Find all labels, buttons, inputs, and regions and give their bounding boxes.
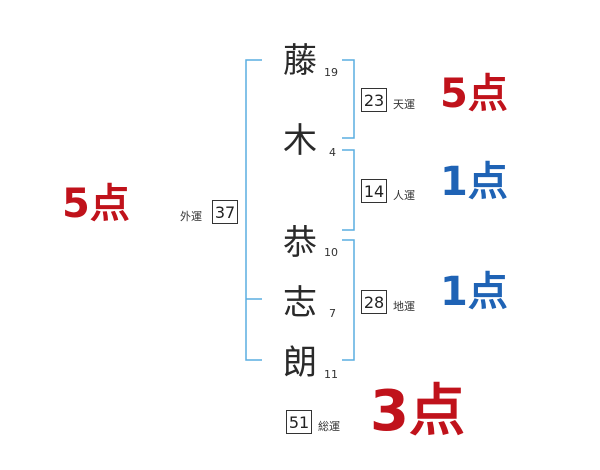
so-score: 3点: [370, 379, 465, 444]
stroke-count-2: 4: [329, 146, 336, 159]
gai-label: 外運: [180, 210, 202, 223]
ten-score: 5点: [440, 71, 508, 117]
name-char-2: 木: [283, 121, 317, 161]
stroke-count-5: 11: [324, 368, 338, 381]
jin-value-box: 14: [361, 179, 387, 203]
so-value-box: 51: [286, 410, 312, 434]
chi-bracket: [342, 239, 355, 361]
chi-value-box: 28: [361, 290, 387, 314]
gai-score: 5点: [62, 181, 130, 227]
outer-bracket: [245, 59, 262, 361]
stroke-count-1: 19: [324, 66, 338, 79]
name-char-5: 朗: [283, 343, 317, 383]
stroke-count-3: 10: [324, 246, 338, 259]
chi-score: 1点: [440, 269, 508, 315]
jin-label: 人運: [393, 189, 415, 202]
chi-label: 地運: [393, 300, 415, 313]
name-char-4: 志: [283, 283, 317, 323]
ten-bracket: [342, 59, 355, 139]
stroke-count-4: 7: [329, 307, 336, 320]
ten-label: 天運: [393, 98, 415, 111]
name-char-3: 恭: [283, 223, 317, 263]
jin-bracket: [342, 149, 355, 231]
name-char-1: 藤: [283, 41, 317, 81]
so-label: 総運: [318, 420, 340, 433]
jin-score: 1点: [440, 159, 508, 205]
gai-value-box: 37: [212, 200, 238, 224]
ten-value-box: 23: [361, 88, 387, 112]
